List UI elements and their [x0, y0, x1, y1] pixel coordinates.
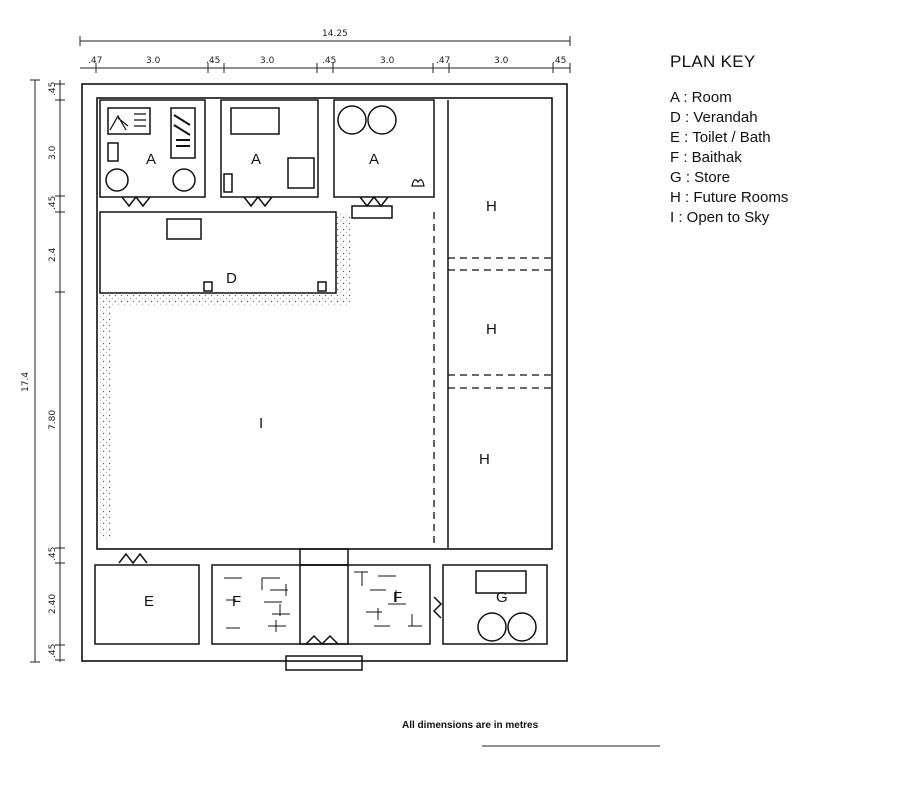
dimensions-note: All dimensions are in metres	[402, 720, 539, 731]
floor-plan: 14.25 .47 3.0 .45 3.0 .45 3.0 .47 3.0 .4…	[21, 29, 660, 747]
dim-left-6: .45	[48, 547, 58, 561]
plan-key-item: A : Room	[670, 89, 732, 106]
baithak-brick-pattern	[224, 571, 422, 632]
room-a-2-label: A	[251, 151, 261, 168]
plan-key: PLAN KEY A : Room D : Verandah E : Toile…	[670, 52, 890, 228]
dim-left-1: .45	[48, 82, 58, 96]
plan-key-item: F : Baithak	[670, 149, 742, 166]
plan-key-item: D : Verandah	[670, 109, 758, 126]
plan-key-item: I : Open to Sky	[670, 209, 770, 226]
dim-left-5: 7.80	[48, 410, 58, 430]
future-room-2-label: H	[486, 321, 497, 338]
dim-top-7: .47	[436, 56, 450, 66]
plan-key-item: E : Toilet / Bath	[670, 129, 771, 146]
verandah	[99, 211, 337, 294]
dim-top-8: 3.0	[494, 56, 509, 66]
dim-left-4: 2.4	[48, 247, 58, 262]
future-room-1-label: H	[486, 198, 497, 215]
left-dimension-lines	[30, 79, 65, 663]
dim-top-4: 3.0	[260, 56, 275, 66]
dim-top-1: .47	[88, 56, 102, 66]
outer-walls	[81, 83, 568, 662]
dim-left-2: 3.0	[48, 145, 58, 160]
store-label: G	[496, 589, 508, 606]
dim-total-width: 14.25	[322, 29, 348, 39]
room-a-1	[99, 99, 206, 208]
dim-left-7: 2.40	[48, 594, 58, 614]
top-dimension-lines	[79, 36, 571, 73]
dim-top-6: 3.0	[380, 56, 395, 66]
dim-left-3: .45	[48, 196, 58, 210]
dim-left-8: .45	[48, 644, 58, 658]
room-a-2	[220, 99, 319, 208]
toilet-bath-label: E	[144, 593, 154, 610]
room-a-3	[333, 99, 435, 219]
dim-top-9: .45	[552, 56, 566, 66]
dim-top-3: .45	[206, 56, 220, 66]
dim-top-5: .45	[322, 56, 336, 66]
verandah-label: D	[226, 270, 237, 287]
bottom-rooms	[94, 548, 548, 671]
baithak-2-label: F	[393, 589, 402, 606]
courtyard-edge-hatch	[100, 214, 352, 540]
future-rooms	[433, 212, 552, 548]
plan-key-item: G : Store	[670, 169, 731, 186]
plan-key-title: PLAN KEY	[670, 52, 756, 71]
dim-total-depth: 17.4	[21, 372, 31, 392]
room-a-3-label: A	[369, 151, 379, 168]
room-a-1-label: A	[146, 151, 156, 168]
plan-key-item: H : Future Rooms	[670, 189, 789, 206]
future-room-3-label: H	[479, 451, 490, 468]
courtyard-label: I	[259, 415, 263, 432]
dim-top-2: 3.0	[146, 56, 161, 66]
baithak-1-label: F	[232, 593, 241, 610]
